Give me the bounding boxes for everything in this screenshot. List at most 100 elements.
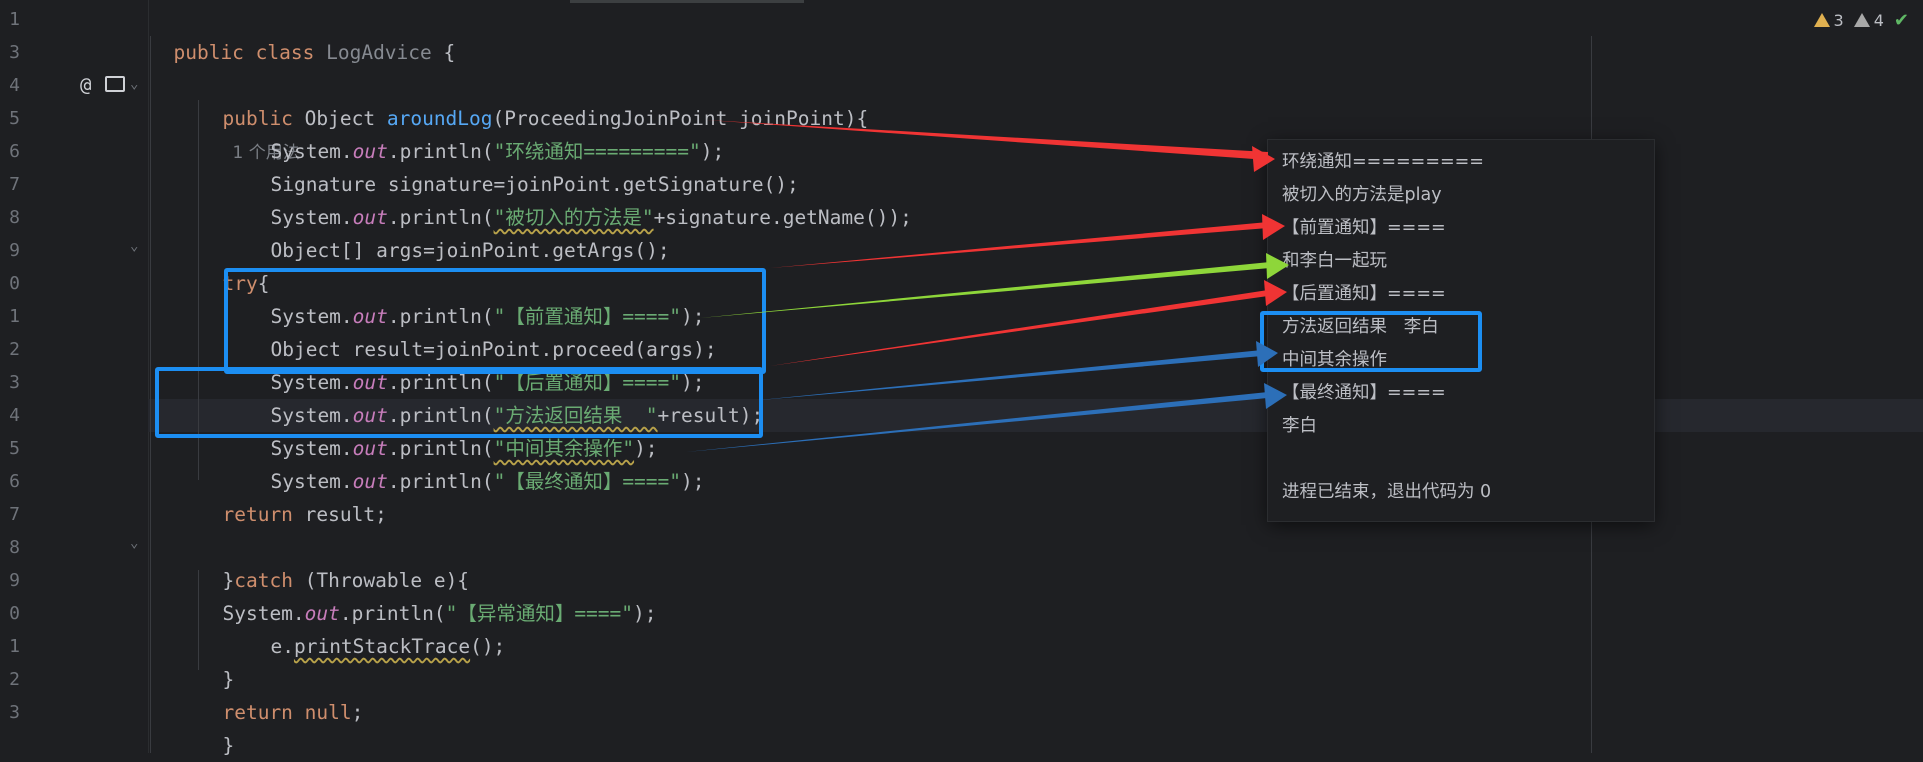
code-line-19[interactable]: System.out.println("【异常通知】===="); xyxy=(199,564,656,625)
line-number[interactable]: 8 xyxy=(9,207,20,228)
line-number[interactable]: 1 xyxy=(9,9,20,30)
code-token: ); xyxy=(681,470,705,493)
code-line-18[interactable]: }catch (Throwable e){ xyxy=(199,531,469,592)
editor-gutter xyxy=(0,0,149,753)
console-line: 进程已结束，退出代码为 0 xyxy=(1282,482,1492,502)
code-token: .println( xyxy=(339,602,446,625)
inspection-widget[interactable]: 3 4 ✔ xyxy=(1813,10,1909,31)
code-token: .println( xyxy=(387,437,494,460)
line-number[interactable]: 9 xyxy=(9,570,20,591)
check-icon[interactable]: ✔ xyxy=(1893,10,1909,31)
string-literal: "环绕通知=========" xyxy=(493,140,701,163)
code-line-12[interactable]: System.out.println("【后置通知】===="); xyxy=(247,333,704,394)
code-token: Object[] args=joinPoint.getArgs(); xyxy=(270,239,670,262)
line-number[interactable]: 0 xyxy=(9,603,20,624)
code-line-8[interactable]: Object[] args=joinPoint.getArgs(); xyxy=(247,201,669,262)
code-token: System. xyxy=(270,371,353,394)
code-token: Object result=joinPoint.proceed(args); xyxy=(270,338,717,361)
string-literal: "【最终通知】====" xyxy=(493,470,682,493)
field-out: out xyxy=(304,602,340,625)
console-line: 【前置通知】==== xyxy=(1282,218,1446,238)
code-line-15[interactable]: System.out .println( "【最终通知】===="); xyxy=(247,432,704,493)
line-number[interactable]: 3 xyxy=(9,42,20,63)
code-token: .println( xyxy=(387,206,494,229)
code-token: System. xyxy=(270,206,353,229)
code-line-6[interactable]: Signature signature=joinPoint.getSignatu… xyxy=(247,135,798,196)
weak-warning-icon xyxy=(1853,13,1870,27)
console-line: 方法返回结果 李白 xyxy=(1282,317,1439,337)
code-token: e. xyxy=(270,635,294,658)
code-token: System. xyxy=(270,140,353,163)
line-number[interactable]: 4 xyxy=(9,405,20,426)
code-token: ); xyxy=(634,437,658,460)
warning-count[interactable]: 3 xyxy=(1813,11,1844,30)
line-number[interactable]: 3 xyxy=(9,702,20,723)
keyword: return xyxy=(222,503,305,526)
line-number[interactable]: 0 xyxy=(9,273,20,294)
code-line-4[interactable]: public Object aroundLog(ProceedingJoinPo… xyxy=(199,69,868,163)
code-line-14[interactable]: System.out.println("中间其余操作"); xyxy=(247,399,657,460)
line-number[interactable]: 2 xyxy=(9,669,20,690)
code-line-22[interactable]: return null; xyxy=(199,663,363,724)
code-token: ); xyxy=(681,371,705,394)
arrow-blue xyxy=(760,350,1262,400)
line-number[interactable]: 6 xyxy=(9,471,20,492)
keyword: try xyxy=(222,272,258,295)
field-out: out xyxy=(352,371,388,394)
fold-chevron-icon[interactable]: ⌄ xyxy=(130,238,139,254)
string-literal: "被切入的方法是" xyxy=(493,206,654,229)
string-literal: "【前置通知】====" xyxy=(493,305,682,328)
implementation-icon[interactable] xyxy=(104,76,125,92)
field-out: out xyxy=(352,206,388,229)
arrow-red xyxy=(770,290,1268,366)
field-out: out xyxy=(352,404,388,427)
code-line-20[interactable]: e.printStackTrace(); xyxy=(247,597,505,658)
code-token: .println( xyxy=(387,140,494,163)
fold-chevron-icon[interactable]: ⌄ xyxy=(130,535,139,551)
keyword: null xyxy=(304,701,352,724)
code-token: { xyxy=(257,272,270,295)
field-out: out xyxy=(352,470,388,493)
code-line-23[interactable]: } xyxy=(199,696,234,757)
console-output-panel[interactable]: 环绕通知=========被切入的方法是play【前置通知】====和李白一起玩… xyxy=(1268,140,1654,521)
line-number[interactable]: 2 xyxy=(9,339,20,360)
indent-guide xyxy=(150,36,151,753)
keyword: catch xyxy=(234,569,305,592)
code-line-7[interactable]: System.out.println("被切入的方法是"+signature.g… xyxy=(247,168,911,229)
fold-chevron-icon[interactable]: ⌄ xyxy=(130,76,139,92)
line-number[interactable]: 4 xyxy=(9,75,20,96)
console-line: 中间其余操作 xyxy=(1282,350,1387,370)
indent-guide xyxy=(198,100,199,480)
field-out: out xyxy=(352,305,388,328)
code-line-11[interactable]: Object result=joinPoint.proceed(args); xyxy=(247,300,716,361)
code-token: System. xyxy=(270,470,353,493)
code-token: .println( xyxy=(387,404,494,427)
string-literal: "【后置通知】====" xyxy=(493,371,682,394)
gutter-annotation-icons[interactable]: @ xyxy=(80,74,125,96)
line-number[interactable]: 9 xyxy=(9,240,20,261)
line-number[interactable]: 7 xyxy=(9,504,20,525)
usage-hint[interactable]: 1 个用法 xyxy=(232,143,300,163)
string-literal: "【异常通知】====" xyxy=(445,602,634,625)
line-number[interactable]: 5 xyxy=(9,438,20,459)
code-line-9[interactable]: try{ xyxy=(199,234,269,295)
code-line-10[interactable]: System.out.println("【前置通知】===="); xyxy=(247,267,704,328)
weak-warning-count[interactable]: 4 xyxy=(1853,11,1884,30)
code-token: System. xyxy=(222,602,305,625)
line-number[interactable]: 7 xyxy=(9,174,20,195)
line-number[interactable]: 1 xyxy=(9,636,20,657)
console-line: 和李白一起玩 xyxy=(1282,251,1387,271)
line-number[interactable]: 8 xyxy=(9,537,20,558)
at-override-icon[interactable]: @ xyxy=(80,74,92,96)
line-number[interactable]: 3 xyxy=(9,372,20,393)
method-call: printStackTrace xyxy=(293,635,471,658)
code-line-1[interactable]: public class LogAdvice { xyxy=(150,3,455,64)
line-number[interactable]: 5 xyxy=(9,108,20,129)
line-number[interactable]: 6 xyxy=(9,141,20,162)
code-line-5[interactable]: System.out.println("环绕通知========="); xyxy=(247,102,724,163)
code-line-16[interactable]: return result; xyxy=(199,465,386,526)
console-line: 李白 xyxy=(1282,416,1317,436)
code-line-21[interactable]: } xyxy=(199,630,234,691)
line-number[interactable]: 1 xyxy=(9,306,20,327)
method-name: aroundLog xyxy=(386,107,493,130)
